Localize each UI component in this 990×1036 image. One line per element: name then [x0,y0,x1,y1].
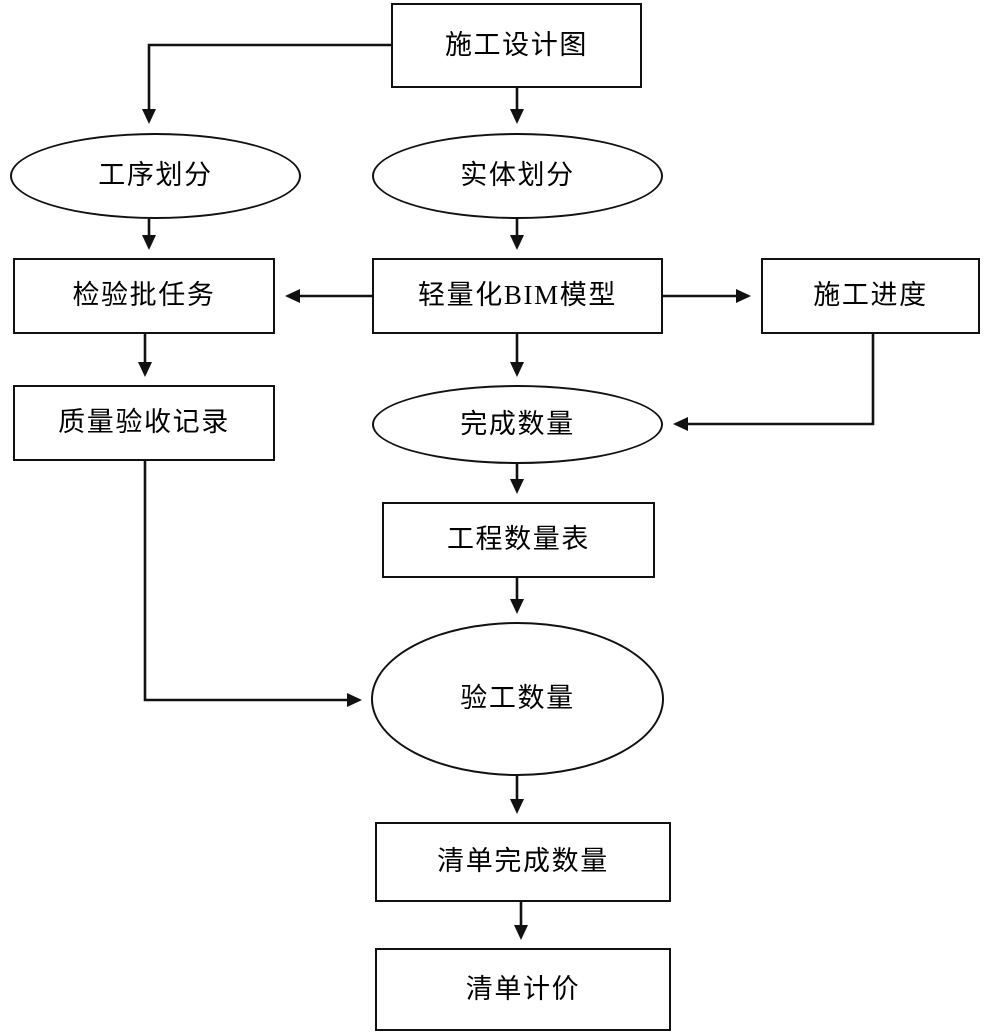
node-label-lightweight-bim-model: 轻量化BIM模型 [418,280,617,311]
node-verified-work-quantity[interactable]: 验工数量 [371,622,664,776]
edge-line-edge-construction-progress-to-completed-quantity [684,334,875,426]
node-label-inspection-batch-task: 检验批任务 [72,280,216,311]
arrowhead-edge-construction-progress-to-completed-quantity [673,417,688,431]
arrowhead-edge-bim-model-to-inspection-task [285,289,300,303]
node-label-verified-work-quantity: 验工数量 [460,683,575,714]
node-list-pricing[interactable]: 清单计价 [375,948,671,1031]
node-label-engineering-quantity-table: 工程数量表 [446,524,591,555]
node-completed-quantity[interactable]: 完成数量 [372,385,663,464]
edge-line-edge-quality-record-to-verified-work [143,461,351,702]
node-label-quality-acceptance-record: 质量验收记录 [58,407,230,438]
node-label-process-division: 工序划分 [98,160,213,191]
node-lightweight-bim-model[interactable]: 轻量化BIM模型 [372,258,663,334]
node-construction-design-drawing[interactable]: 施工设计图 [391,3,642,88]
edge-line-edge-design-to-process-division [147,43,391,113]
node-construction-progress[interactable]: 施工进度 [761,258,980,334]
arrowhead-edge-completed-quantity-to-quantity-table [510,479,524,494]
node-process-division[interactable]: 工序划分 [10,133,301,219]
node-list-completed-quantity[interactable]: 清单完成数量 [375,822,671,902]
arrowhead-edge-design-to-process-division [142,109,156,124]
node-inspection-batch-task[interactable]: 检验批任务 [13,258,275,334]
arrowhead-edge-list-completed-to-list-pricing [514,925,528,940]
arrowhead-edge-design-to-entity-division [510,109,524,124]
arrowhead-edge-process-division-to-inspection-task [142,235,156,250]
arrowhead-edge-inspection-task-to-quality-record [138,362,152,377]
node-label-completed-quantity: 完成数量 [460,408,575,439]
arrowhead-edge-bim-model-to-completed-quantity [510,362,524,377]
node-label-list-completed-quantity: 清单完成数量 [437,846,609,877]
arrowhead-edge-bim-model-to-construction-progress [736,289,751,303]
node-label-list-pricing: 清单计价 [465,973,581,1004]
node-engineering-quantity-table[interactable]: 工程数量表 [382,502,655,578]
arrowhead-edge-quality-record-to-verified-work [347,693,362,707]
node-label-entity-division: 实体划分 [460,160,575,191]
arrowhead-edge-verified-work-to-list-completed [510,799,524,814]
node-label-construction-design-drawing: 施工设计图 [444,29,589,60]
node-entity-division[interactable]: 实体划分 [372,133,663,219]
arrowhead-edge-quantity-table-to-verified-work [510,599,524,614]
arrowhead-edge-entity-division-to-bim-model [510,235,524,250]
node-quality-acceptance-record[interactable]: 质量验收记录 [13,385,275,461]
node-label-construction-progress: 施工进度 [813,280,928,311]
